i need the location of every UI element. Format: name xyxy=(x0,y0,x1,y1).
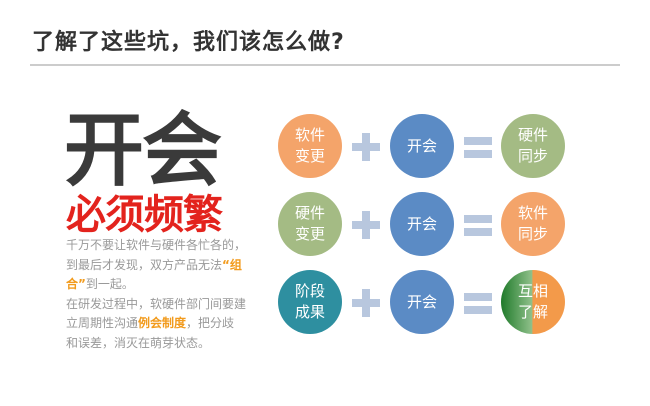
equals-icon xyxy=(464,211,492,239)
circle-meeting: 开会 xyxy=(390,114,454,178)
circle-software-change: 软件变更 xyxy=(278,114,342,178)
circle-label: 软件 xyxy=(294,126,325,144)
circle-mutual-understanding: 互相了解 xyxy=(501,270,565,334)
desc-text: 到一起。 xyxy=(85,277,134,291)
equals-icon xyxy=(464,289,492,317)
circle-label: 同步 xyxy=(517,147,548,165)
subheadline: 必须频繁 xyxy=(66,192,223,238)
page-title: 了解了这些坑，我们该怎么做? xyxy=(32,30,345,55)
desc-highlight: “组合” xyxy=(66,257,242,292)
circle-label: 软件 xyxy=(517,204,548,222)
equals-icon xyxy=(464,133,492,161)
headline: 开会 xyxy=(64,104,222,197)
plus-icon xyxy=(352,211,380,239)
circle-label: 硬件 xyxy=(517,126,548,144)
circle-label: 同步 xyxy=(517,225,548,243)
circle-label: 互相 xyxy=(517,282,548,300)
circle-software-sync: 软件同步 xyxy=(501,192,565,256)
circle-label: 变更 xyxy=(294,147,325,165)
circle-label: 成果 xyxy=(294,303,325,321)
circle-label: 硬件 xyxy=(294,204,325,222)
description: 千万不要让软件与硬件各忙各的，到最后才发现，双方产品无法“组合”到一起。 在研发… xyxy=(66,236,246,353)
plus-icon xyxy=(352,133,380,161)
circle-label: 变更 xyxy=(294,225,325,243)
desc-text: 千万不要让软件与硬件各忙各的，到最后才发现，双方产品无法 xyxy=(66,238,247,272)
desc-text: ，把分歧和误差，消灭在萌芽状态。 xyxy=(66,316,235,350)
circle-hardware-change: 硬件变更 xyxy=(278,192,342,256)
title-divider xyxy=(30,64,620,66)
plus-icon xyxy=(352,289,380,317)
circle-meeting: 开会 xyxy=(390,192,454,256)
circle-label: 开会 xyxy=(406,136,437,155)
circle-label: 了解 xyxy=(517,303,548,321)
circle-phase-results: 阶段成果 xyxy=(278,270,342,334)
desc-highlight: 例会制度 xyxy=(138,316,187,330)
circle-label: 阶段 xyxy=(294,282,325,300)
desc-text: 在研发过程中，软硬件部门间要建立周期性沟通 xyxy=(66,296,247,331)
circle-hardware-sync: 硬件同步 xyxy=(501,114,565,178)
circle-meeting: 开会 xyxy=(390,270,454,334)
circle-label: 开会 xyxy=(406,214,437,233)
circle-label: 开会 xyxy=(406,292,437,311)
